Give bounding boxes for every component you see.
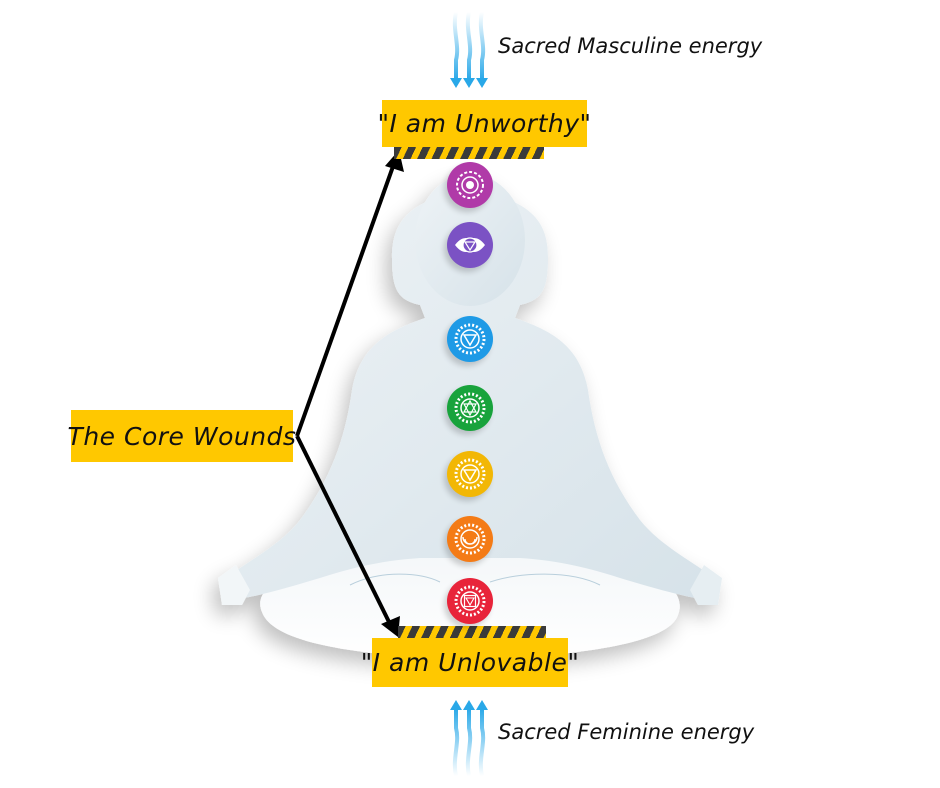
sacral-chakra-icon xyxy=(454,523,486,555)
chakra-throat xyxy=(447,316,493,362)
chakra-crown xyxy=(447,162,493,208)
arrow-to-unworthy xyxy=(295,157,398,437)
masculine-energy-label: Sacred Masculine energy xyxy=(498,34,763,58)
leg-outline xyxy=(349,573,601,586)
wound-label-unworthy: "I am Unworthy" xyxy=(377,100,591,147)
solar-plexus-icon xyxy=(454,458,486,490)
heart-chakra-icon xyxy=(454,392,486,424)
core-wound-arrows xyxy=(295,150,404,637)
feminine-energy-label: Sacred Feminine energy xyxy=(498,720,755,744)
crown-lotus-icon xyxy=(456,171,484,199)
chakra-heart xyxy=(447,385,493,431)
wound-label-unlovable: "I am Unlovable" xyxy=(361,638,579,687)
arrow-to-unlovable xyxy=(295,435,394,629)
left-hand xyxy=(218,565,250,605)
right-hand xyxy=(690,565,722,605)
masculine-energy-arrows xyxy=(450,11,488,88)
hazard-stripe-top xyxy=(394,147,544,159)
chakra-sacral xyxy=(447,516,493,562)
feminine-energy-arrows xyxy=(450,700,488,777)
third-eye-icon xyxy=(455,237,485,253)
throat-chakra-icon xyxy=(454,323,486,355)
chakra-root xyxy=(447,578,493,624)
chakra-third-eye xyxy=(447,222,493,268)
hazard-stripe-bottom xyxy=(398,626,546,638)
root-chakra-icon xyxy=(454,585,486,617)
core-wounds-label: The Core Wounds xyxy=(68,410,296,462)
chakra-solar-plexus xyxy=(447,451,493,497)
